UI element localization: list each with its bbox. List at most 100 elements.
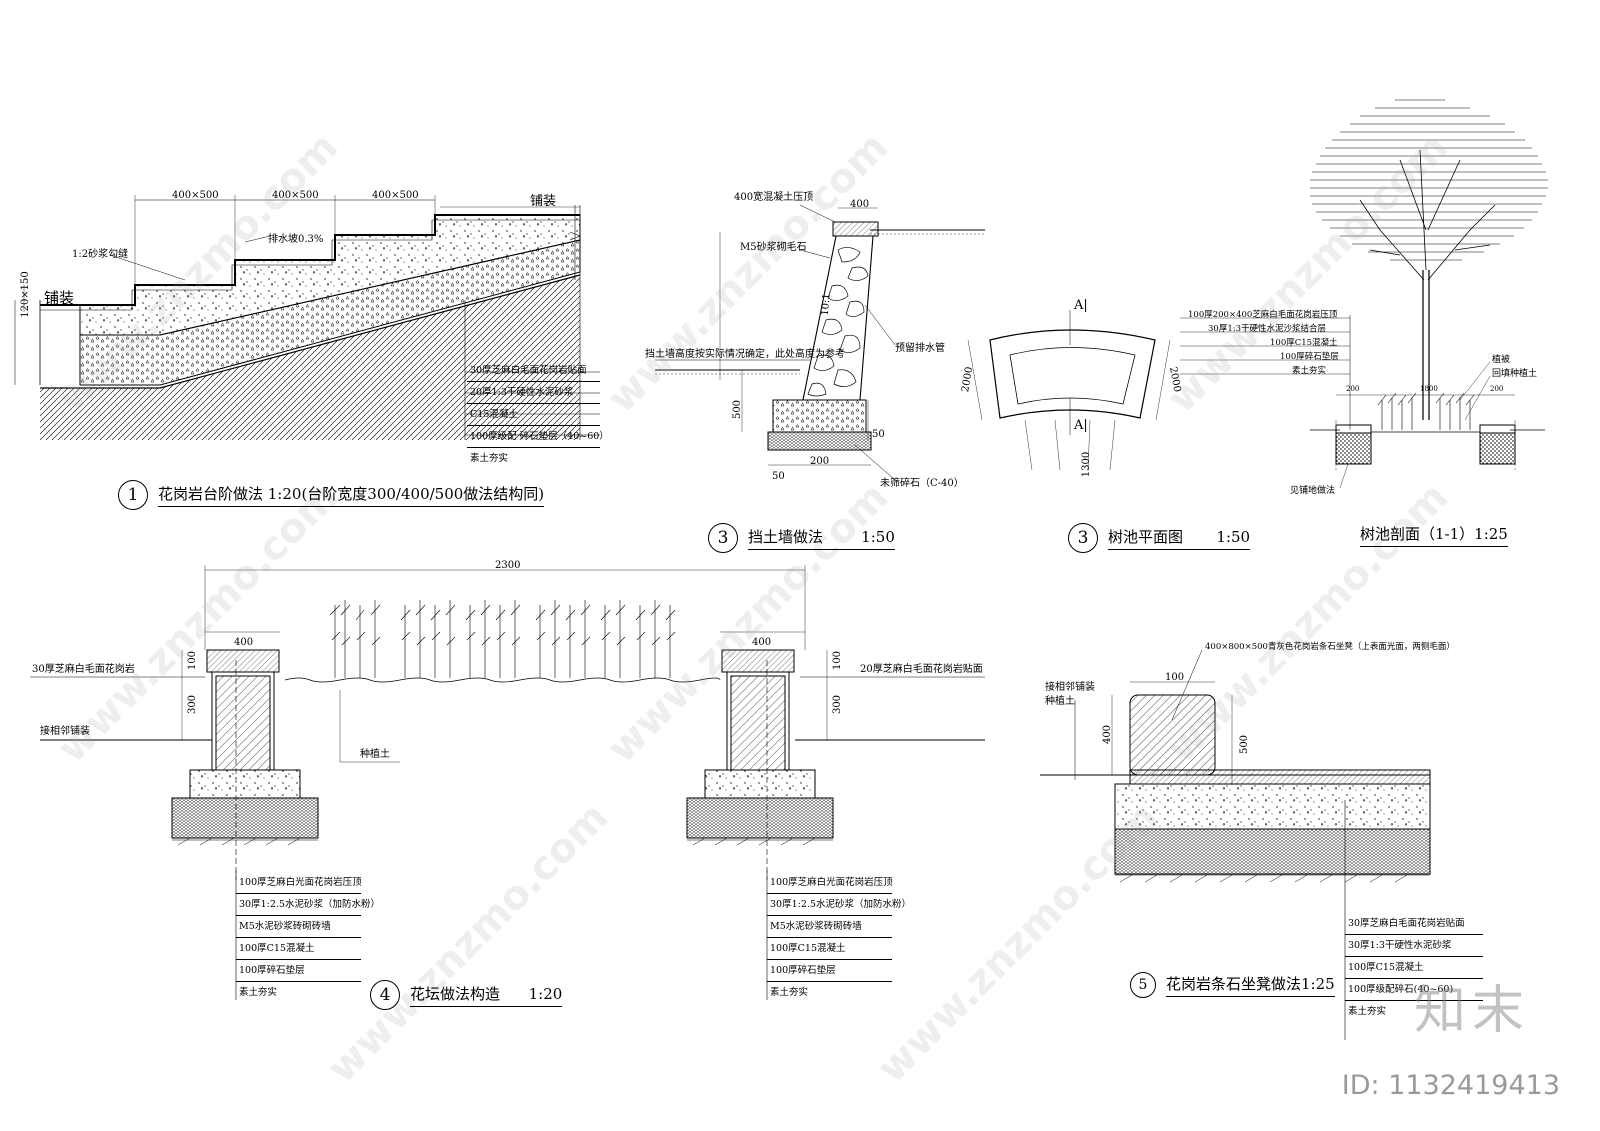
detail3a-dim: 50 — [772, 471, 785, 482]
detail4-height: 100 — [832, 650, 844, 671]
detail3b-dim: 1300 — [1081, 451, 1093, 478]
detail3a-dim: 200 — [810, 456, 830, 467]
detail4-layer-table-right: 100厚芝麻白光面花岗岩压顶 30厚1:2.5水泥砂浆（加防水粉） M5水泥砂浆… — [767, 872, 911, 1003]
layer-row: 100厚碎石垫层 — [236, 960, 361, 982]
detail5-title: 5 花岗岩条石坐凳做法1:25 — [1130, 972, 1335, 998]
tree-layer: 100厚200×400芝麻白毛面花岗岩压顶 — [1188, 310, 1338, 320]
detail-number: 4 — [370, 980, 400, 1010]
detail3a-ratio: 10:1 — [819, 292, 833, 317]
title-text: 挡土墙做法 — [748, 528, 824, 546]
detail-number: 1 — [118, 480, 148, 510]
tree-fill: 回填种植土 — [1492, 369, 1538, 379]
tree-dim: 1800 — [1420, 385, 1438, 393]
layer-row: 30厚1:3干硬性水泥砂浆 — [1345, 935, 1483, 957]
detail-number: 3 — [1068, 523, 1098, 553]
layer-row: C15混凝土 — [467, 404, 600, 426]
detail1-paving-left: 铺装 — [44, 289, 75, 307]
detail4-cap-w: 400 — [752, 637, 772, 648]
layer-row: 100厚芝麻白光面花岗岩压顶 — [767, 872, 893, 894]
detail3a-cap: 400宽混凝土压顶 — [734, 192, 814, 203]
layer-row: 素土夯实 — [239, 987, 278, 998]
layer-row: 30厚1:2.5水泥砂浆（加防水粉） — [767, 894, 911, 916]
detail-tree-pit-section — [1180, 99, 1548, 489]
detail-5-bench — [1040, 649, 1431, 1040]
tree-title: 树池剖面（1-1）1:25 — [1360, 523, 1508, 547]
layer-row: 100厚C15混凝土 — [236, 938, 361, 960]
detail4-height: 100 — [187, 650, 199, 671]
tree-layer: 30厚1:3干硬性水泥沙浆结合层 — [1208, 324, 1326, 334]
layer-row: 100厚C15混凝土 — [1345, 957, 1483, 979]
brand-watermark: 知末 — [1413, 981, 1530, 1041]
tree-layer: 100厚C15混凝土 — [1270, 338, 1338, 348]
detail4-layer-table-left: 100厚芝麻白光面花岗岩压顶 30厚1:2.5水泥砂浆（加防水粉） M5水泥砂浆… — [236, 872, 380, 1003]
detail3a-title: 3 挡土墙做法 1:50 — [708, 523, 895, 553]
layer-row: 20厚1:3干硬性水泥砂浆 — [467, 382, 600, 404]
tree-dim: 200 — [1490, 385, 1504, 393]
layer-row: M5水泥砂浆砖砌砖墙 — [767, 916, 892, 938]
detail1-dim: 400×500 — [272, 190, 319, 201]
tree-layer: 素土夯实 — [1292, 366, 1327, 376]
title-scale: 1:50 — [861, 528, 895, 546]
detail5-adj: 接相邻铺装 — [1045, 682, 1095, 693]
detail4-height: 300 — [187, 694, 199, 715]
detail1-layer-table: 30厚芝麻白毛面花岗岩贴面 20厚1:3干硬性水泥砂浆 C15混凝土 100厚级… — [467, 360, 609, 469]
detail4-height: 300 — [832, 694, 844, 715]
tree-dim: 200 — [1346, 385, 1360, 393]
title-text: 花坛做法构造 — [410, 985, 501, 1003]
detail-4-planter — [30, 565, 985, 1000]
detail-title-text: 挡土墙做法 1:50 — [748, 526, 895, 550]
detail5-adj2: 种植土 — [1045, 696, 1075, 707]
detail3b-title: 3 树池平面图 1:50 — [1068, 523, 1251, 553]
detail4-span: 2300 — [495, 560, 521, 571]
layer-row: 30厚芝麻白毛面花岗岩贴面 — [1345, 913, 1483, 935]
detail4-soil: 种植土 — [360, 749, 390, 760]
layer-row: 100厚芝麻白光面花岗岩压顶 — [236, 872, 362, 894]
detail3a-dim: 500 — [732, 399, 744, 420]
detail3b-section-mark: A| — [1074, 298, 1088, 313]
layer-row: 素土夯实 — [770, 987, 809, 998]
layer-row: M5水泥砂浆砖砌砖墙 — [236, 916, 361, 938]
layer-row: 100厚C15混凝土 — [767, 938, 892, 960]
tree-ref: 见铺地做法 — [1290, 486, 1336, 496]
layer-row: 100厚级配碎石(40~60) — [1345, 979, 1483, 1001]
detail-3-tree-pit-plan — [967, 310, 1171, 471]
title-scale: 1:20 — [528, 985, 563, 1003]
layer-row: 30厚芝麻白毛面花岗岩贴面 — [467, 360, 600, 382]
detail-title-text: 花岗岩条石坐凳做法1:25 — [1166, 973, 1335, 997]
detail1-dim: 400×500 — [172, 190, 219, 201]
layer-row: 素土夯实 — [470, 453, 509, 464]
layer-row: 30厚1:2.5水泥砂浆（加防水粉） — [236, 894, 380, 916]
detail5-dim: 100 — [1165, 672, 1185, 683]
title-text: 树池平面图 — [1108, 528, 1184, 546]
detail1-paving-top: 铺装 — [530, 194, 557, 209]
detail3a-dim: 400 — [850, 199, 870, 210]
image-id: ID: 1132419413 — [1341, 1070, 1560, 1101]
detail4-left-top: 30厚芝麻白毛面花岗岩 — [32, 664, 135, 675]
detail3a-wall: M5砂浆砌毛石 — [740, 242, 807, 253]
title-scale: 1:50 — [1216, 528, 1251, 546]
detail4-right-top: 20厚芝麻白毛面花岗岩贴面 — [860, 664, 983, 675]
detail-title-text: 树池平面图 1:50 — [1108, 526, 1251, 550]
detail-number: 5 — [1130, 972, 1156, 998]
tree-plant: 植被 — [1492, 355, 1511, 365]
detail1-slope: 排水坡0.3% — [268, 234, 324, 245]
detail1-mortar: 1:2砂浆勾缝 — [72, 249, 129, 260]
section-mark: A — [1074, 298, 1084, 313]
detail5-dim: 400 — [1102, 724, 1114, 745]
tree-layer: 100厚碎石垫层 — [1280, 352, 1339, 362]
layer-row: 100厚碎石垫层 — [767, 960, 892, 982]
detail3a-pipe: 预留排水管 — [895, 343, 945, 354]
detail-3-retaining-wall — [655, 204, 985, 481]
detail4-title: 4 花坛做法构造 1:20 — [370, 980, 563, 1010]
detail3a-note: 挡土墙高度按实际情况确定，此处高度为参考 — [645, 349, 845, 360]
layer-row: 素土夯实 — [1348, 1006, 1387, 1017]
detail1-dim: 400×500 — [372, 190, 419, 201]
detail4-left-mid: 接相邻铺装 — [40, 726, 90, 737]
detail3a-dim: 50 — [872, 429, 885, 440]
detail1-riser: 120×150 — [19, 271, 31, 318]
detail5-dim: 500 — [1239, 734, 1251, 755]
detail-title-text: 花岗岩台阶做法 1:20(台阶宽度300/400/500做法结构同) — [158, 483, 545, 507]
detail-number: 3 — [708, 523, 738, 553]
layer-row: 100厚级配 碎石垫层（40~60） — [467, 426, 609, 448]
detail-1-steps — [14, 195, 600, 440]
